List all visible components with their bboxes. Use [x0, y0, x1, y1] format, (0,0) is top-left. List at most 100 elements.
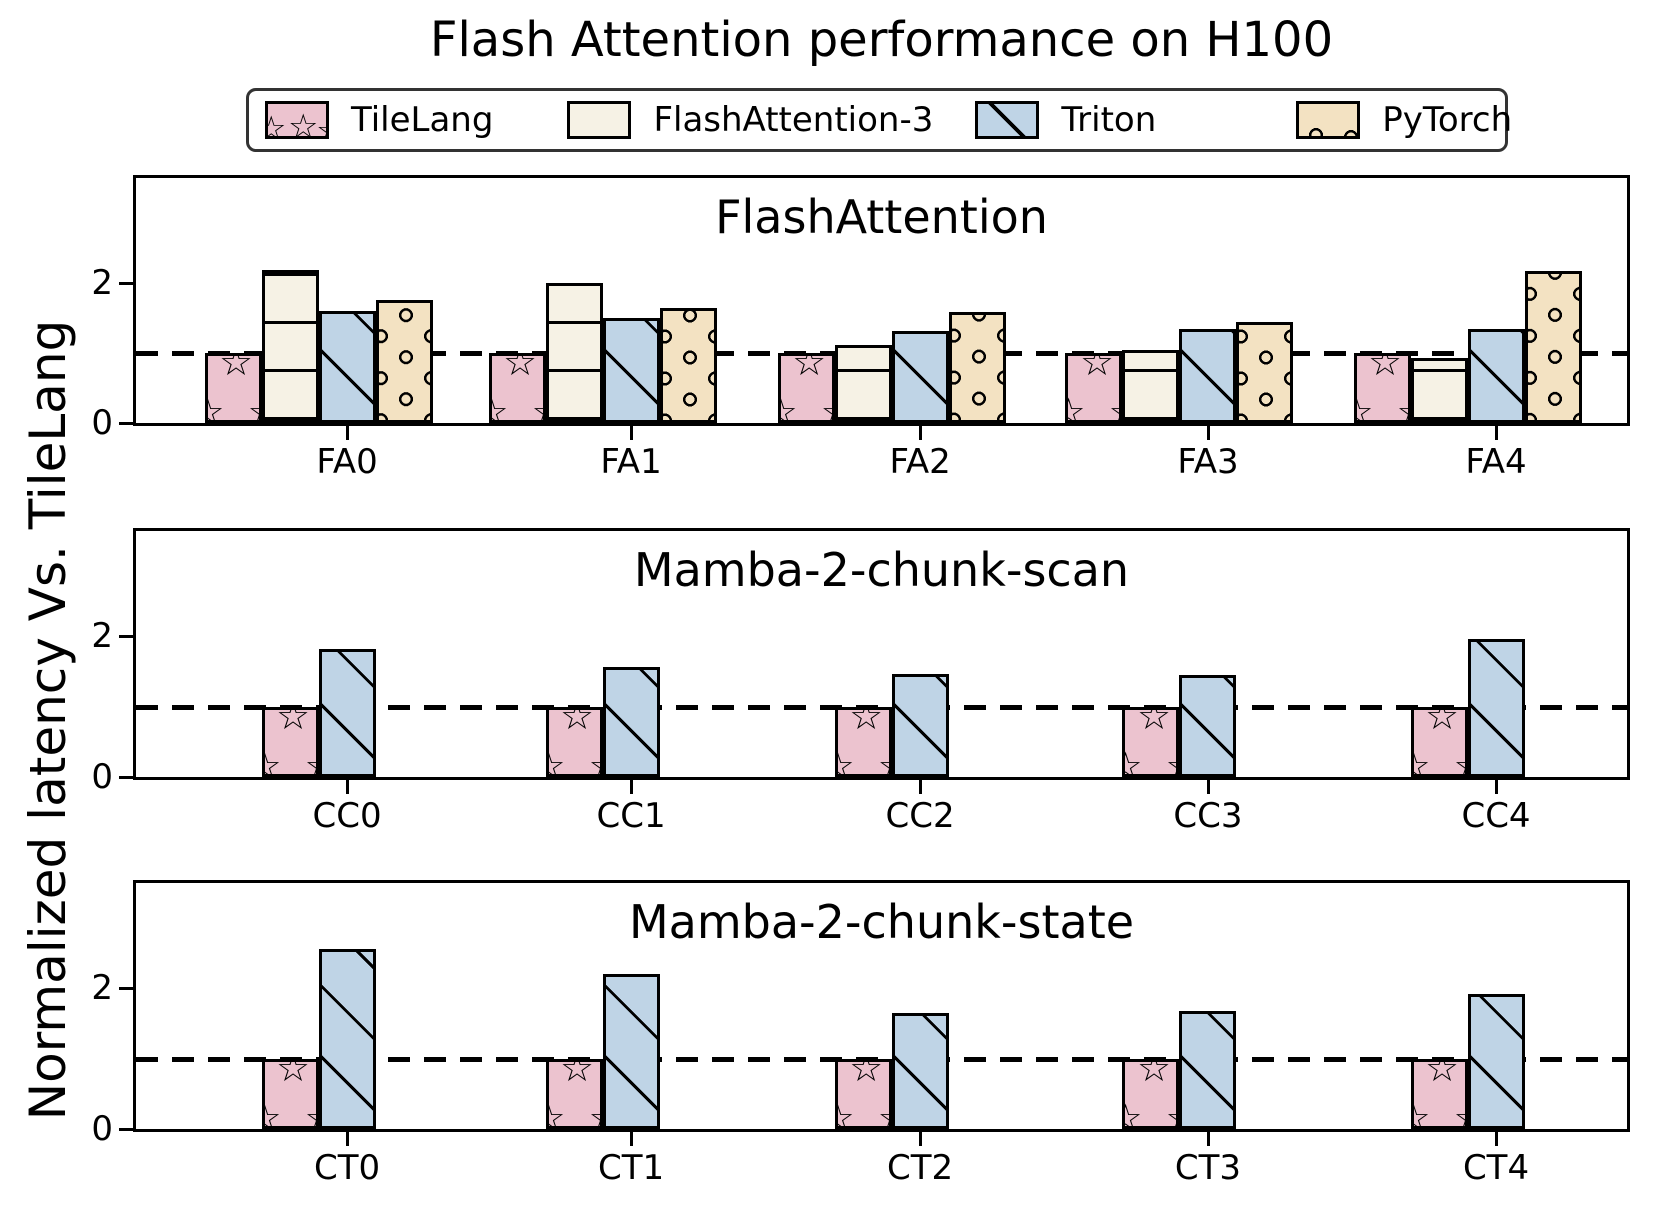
bar-tilelang-ct1: ☆☆☆☆☆: [545, 1058, 603, 1129]
x-tick-label-fa2: FA2: [889, 442, 951, 482]
x-tick-mark: [919, 426, 923, 440]
star-hatch-glyph: ☆: [560, 1058, 595, 1091]
x-tick-label-ct2: CT2: [887, 1148, 954, 1188]
star-hatch-glyph: ☆: [1414, 746, 1434, 774]
bar-flashattention-3-fa1: [545, 283, 603, 423]
bar-flashattention-3-fa0: [261, 270, 319, 423]
tilelang-swatch-icon: ☆ ☆ ☆: [265, 101, 329, 139]
x-tick-mark: [1495, 426, 1499, 440]
bar-triton-ct0: [318, 949, 376, 1129]
y-tick-label-2: 2: [91, 968, 113, 1009]
x-tick-mark: [630, 780, 634, 794]
bar-tilelang-cc3: ☆☆☆☆☆: [1122, 706, 1180, 777]
x-tick-label-fa0: FA0: [316, 442, 378, 482]
x-tick-label-cc3: CC3: [1173, 796, 1243, 836]
y-tick-mark: [119, 634, 133, 638]
legend-label-flashattention3: FlashAttention-3: [653, 100, 934, 140]
star-hatch-glyph: ☆: [1424, 706, 1460, 739]
bar-tilelang-cc2: ☆☆☆☆☆: [834, 706, 892, 777]
bar-triton-ct3: [1179, 1010, 1237, 1129]
x-tick-mark: [630, 426, 634, 440]
star-hatch-glyph: ☆: [276, 1058, 311, 1091]
star-hatch-glyph: ☆: [302, 746, 316, 774]
star-hatch-glyph: ☆: [792, 353, 827, 384]
bar-pytorch-fa4: [1524, 271, 1582, 423]
bar-tilelang-fa3: ☆☆☆: [1065, 353, 1123, 423]
y-tick-mark: [119, 986, 133, 990]
legend-label-tilelang: TileLang: [351, 100, 494, 140]
star-hatch-glyph: ☆: [245, 392, 259, 420]
star-hatch-glyph: ☆: [1162, 1098, 1176, 1126]
star-hatch-glyph: ☆: [1414, 1098, 1434, 1126]
x-tick-mark: [346, 426, 350, 440]
x-tick-mark: [1206, 1132, 1210, 1146]
y-tick-mark: [119, 281, 133, 285]
subplot-title-mamba-2-chunk-state: Mamba-2-chunk-state: [628, 895, 1135, 949]
star-hatch-glyph: ☆: [219, 353, 254, 384]
x-tick-mark: [1206, 780, 1210, 794]
triton-swatch-icon: [975, 101, 1040, 139]
star-hatch-glyph: ☆: [1136, 1058, 1172, 1091]
bar-triton-fa4: [1467, 328, 1525, 423]
y-tick-mark: [119, 775, 133, 779]
star-hatch-glyph: ☆: [875, 1098, 889, 1126]
legend: ☆ ☆ ☆ TileLang FlashAttention-3 Triton P…: [246, 88, 1512, 152]
star-hatch-glyph: ☆: [265, 746, 285, 774]
bar-pytorch-fa0: [375, 299, 433, 423]
legend-item-triton: Triton: [975, 100, 1156, 140]
star-hatch-glyph: ☆: [208, 392, 228, 420]
x-tick-label-ct0: CT0: [313, 1148, 381, 1188]
star-hatch-glyph: ☆: [302, 1098, 316, 1126]
x-tick-label-cc1: CC1: [596, 796, 666, 836]
star-hatch-glyph: ☆: [549, 746, 569, 774]
subplot-flashattention: FlashAttention ☆☆☆☆☆☆☆☆☆☆☆☆☆☆☆: [133, 175, 1630, 426]
x-tick-mark: [346, 780, 350, 794]
bar-triton-fa3: [1179, 329, 1237, 423]
x-tick-mark: [346, 1132, 350, 1146]
y-tick-label-2: 2: [91, 263, 113, 303]
y-tick-mark: [119, 421, 133, 425]
flashattention3-swatch-icon: [567, 101, 632, 139]
star-hatch-glyph: ☆: [1105, 392, 1119, 420]
x-tick-label-cc2: CC2: [885, 796, 955, 836]
subplot-mamba-2-chunk-scan: Mamba-2-chunk-scan ☆☆☆☆☆☆☆☆☆☆☆☆☆☆☆☆☆☆☆☆☆…: [133, 528, 1630, 780]
x-tick-label-fa3: FA3: [1177, 442, 1239, 482]
star-hatch-glyph: ☆: [875, 746, 889, 774]
bar-pytorch-fa3: [1236, 321, 1294, 423]
legend-item-flashattention3: FlashAttention-3: [567, 100, 933, 140]
bar-triton-cc3: [1179, 675, 1237, 777]
x-tick-label-ct3: CT3: [1174, 1148, 1242, 1188]
bar-triton-fa2: [891, 331, 949, 423]
star-hatch-glyph: ☆: [781, 392, 801, 420]
bar-triton-fa1: [602, 318, 660, 423]
bar-triton-cc1: [602, 666, 660, 777]
star-hatch-glyph: ☆: [818, 392, 832, 420]
bar-tilelang-cc0: ☆☆☆☆☆: [261, 706, 319, 777]
star-hatch-glyph: ☆: [849, 706, 884, 739]
star-hatch-glyph: ☆: [1367, 353, 1403, 384]
legend-item-tilelang: ☆ ☆ ☆ TileLang: [265, 100, 493, 140]
bar-tilelang-fa0: ☆ ☆ ☆: [204, 353, 262, 423]
star-hatch-glyph: ☆: [849, 1058, 884, 1091]
star-hatch-glyph: ☆: [1136, 706, 1172, 739]
star-hatch-glyph: ☆: [1451, 746, 1464, 774]
bar-triton-ct1: [602, 973, 660, 1129]
x-tick-label-fa4: FA4: [1465, 442, 1527, 482]
x-tick-label-ct1: CT1: [597, 1148, 665, 1188]
y-tick-label-0: 0: [91, 403, 113, 443]
bar-triton-ct2: [891, 1013, 949, 1129]
bar-tilelang-ct2: ☆☆☆☆☆: [834, 1058, 892, 1129]
subplot-title-flashattention: FlashAttention: [715, 190, 1048, 244]
bar-tilelang-cc4: ☆☆☆☆☆: [1410, 706, 1468, 777]
bar-tilelang-fa4: ☆☆☆: [1353, 353, 1411, 423]
x-tick-label-cc4: CC4: [1461, 796, 1531, 836]
star-hatch-glyph: ☆: [1068, 392, 1088, 420]
legend-label-triton: Triton: [1061, 100, 1157, 140]
bar-tilelang-fa2: ☆ ☆ ☆: [777, 353, 835, 423]
bar-flashattention-3-fa2: [834, 345, 892, 423]
star-hatch-glyph: ☆: [549, 1098, 569, 1126]
bar-tilelang-ct4: ☆☆☆☆☆: [1410, 1058, 1468, 1129]
pytorch-swatch-icon: [1296, 101, 1361, 139]
star-hatch-glyph: ☆: [586, 1098, 600, 1126]
